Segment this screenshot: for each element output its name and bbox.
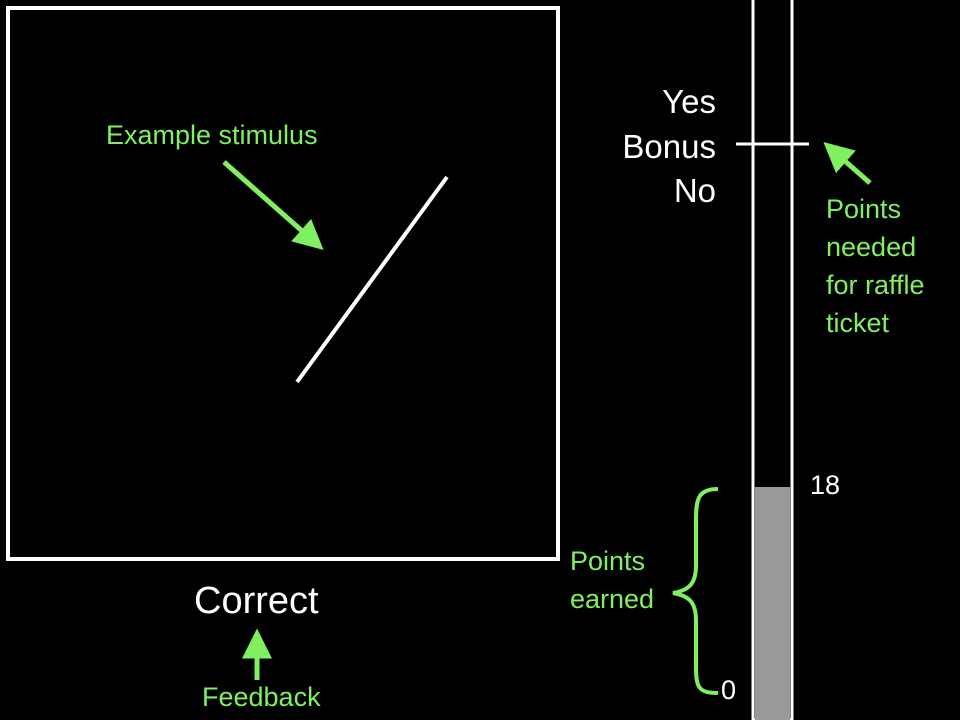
feedback-text: Correct bbox=[194, 580, 319, 622]
points-earned-annotation-line-2: earned bbox=[570, 584, 655, 614]
bonus-label: Bonus bbox=[622, 128, 716, 165]
zero-label: 0 bbox=[721, 675, 737, 705]
yes-label: Yes bbox=[662, 83, 716, 120]
feedback-annotation: Feedback bbox=[202, 682, 321, 712]
threshold-annotation-line-1: Points bbox=[826, 194, 902, 224]
no-label: No bbox=[673, 172, 716, 209]
threshold-annotation-line-3: for raffle bbox=[826, 270, 925, 300]
points-earned-annotation-line-1: Points bbox=[570, 546, 646, 576]
example-stimulus-annotation: Example stimulus bbox=[106, 120, 318, 150]
stimulus-arrow bbox=[222, 160, 324, 250]
stimulus-frame bbox=[6, 6, 560, 561]
points-meter-bar bbox=[751, 0, 794, 720]
points-earned-fill bbox=[755, 487, 790, 720]
threshold-annotation-line-4: ticket bbox=[826, 308, 890, 338]
points-earned-value-label: 18 bbox=[810, 470, 841, 500]
threshold-annotation-line-2: needed bbox=[826, 232, 917, 262]
threshold-arrow bbox=[823, 142, 872, 185]
stimulus-line bbox=[295, 175, 449, 384]
points-earned-brace bbox=[672, 487, 719, 695]
